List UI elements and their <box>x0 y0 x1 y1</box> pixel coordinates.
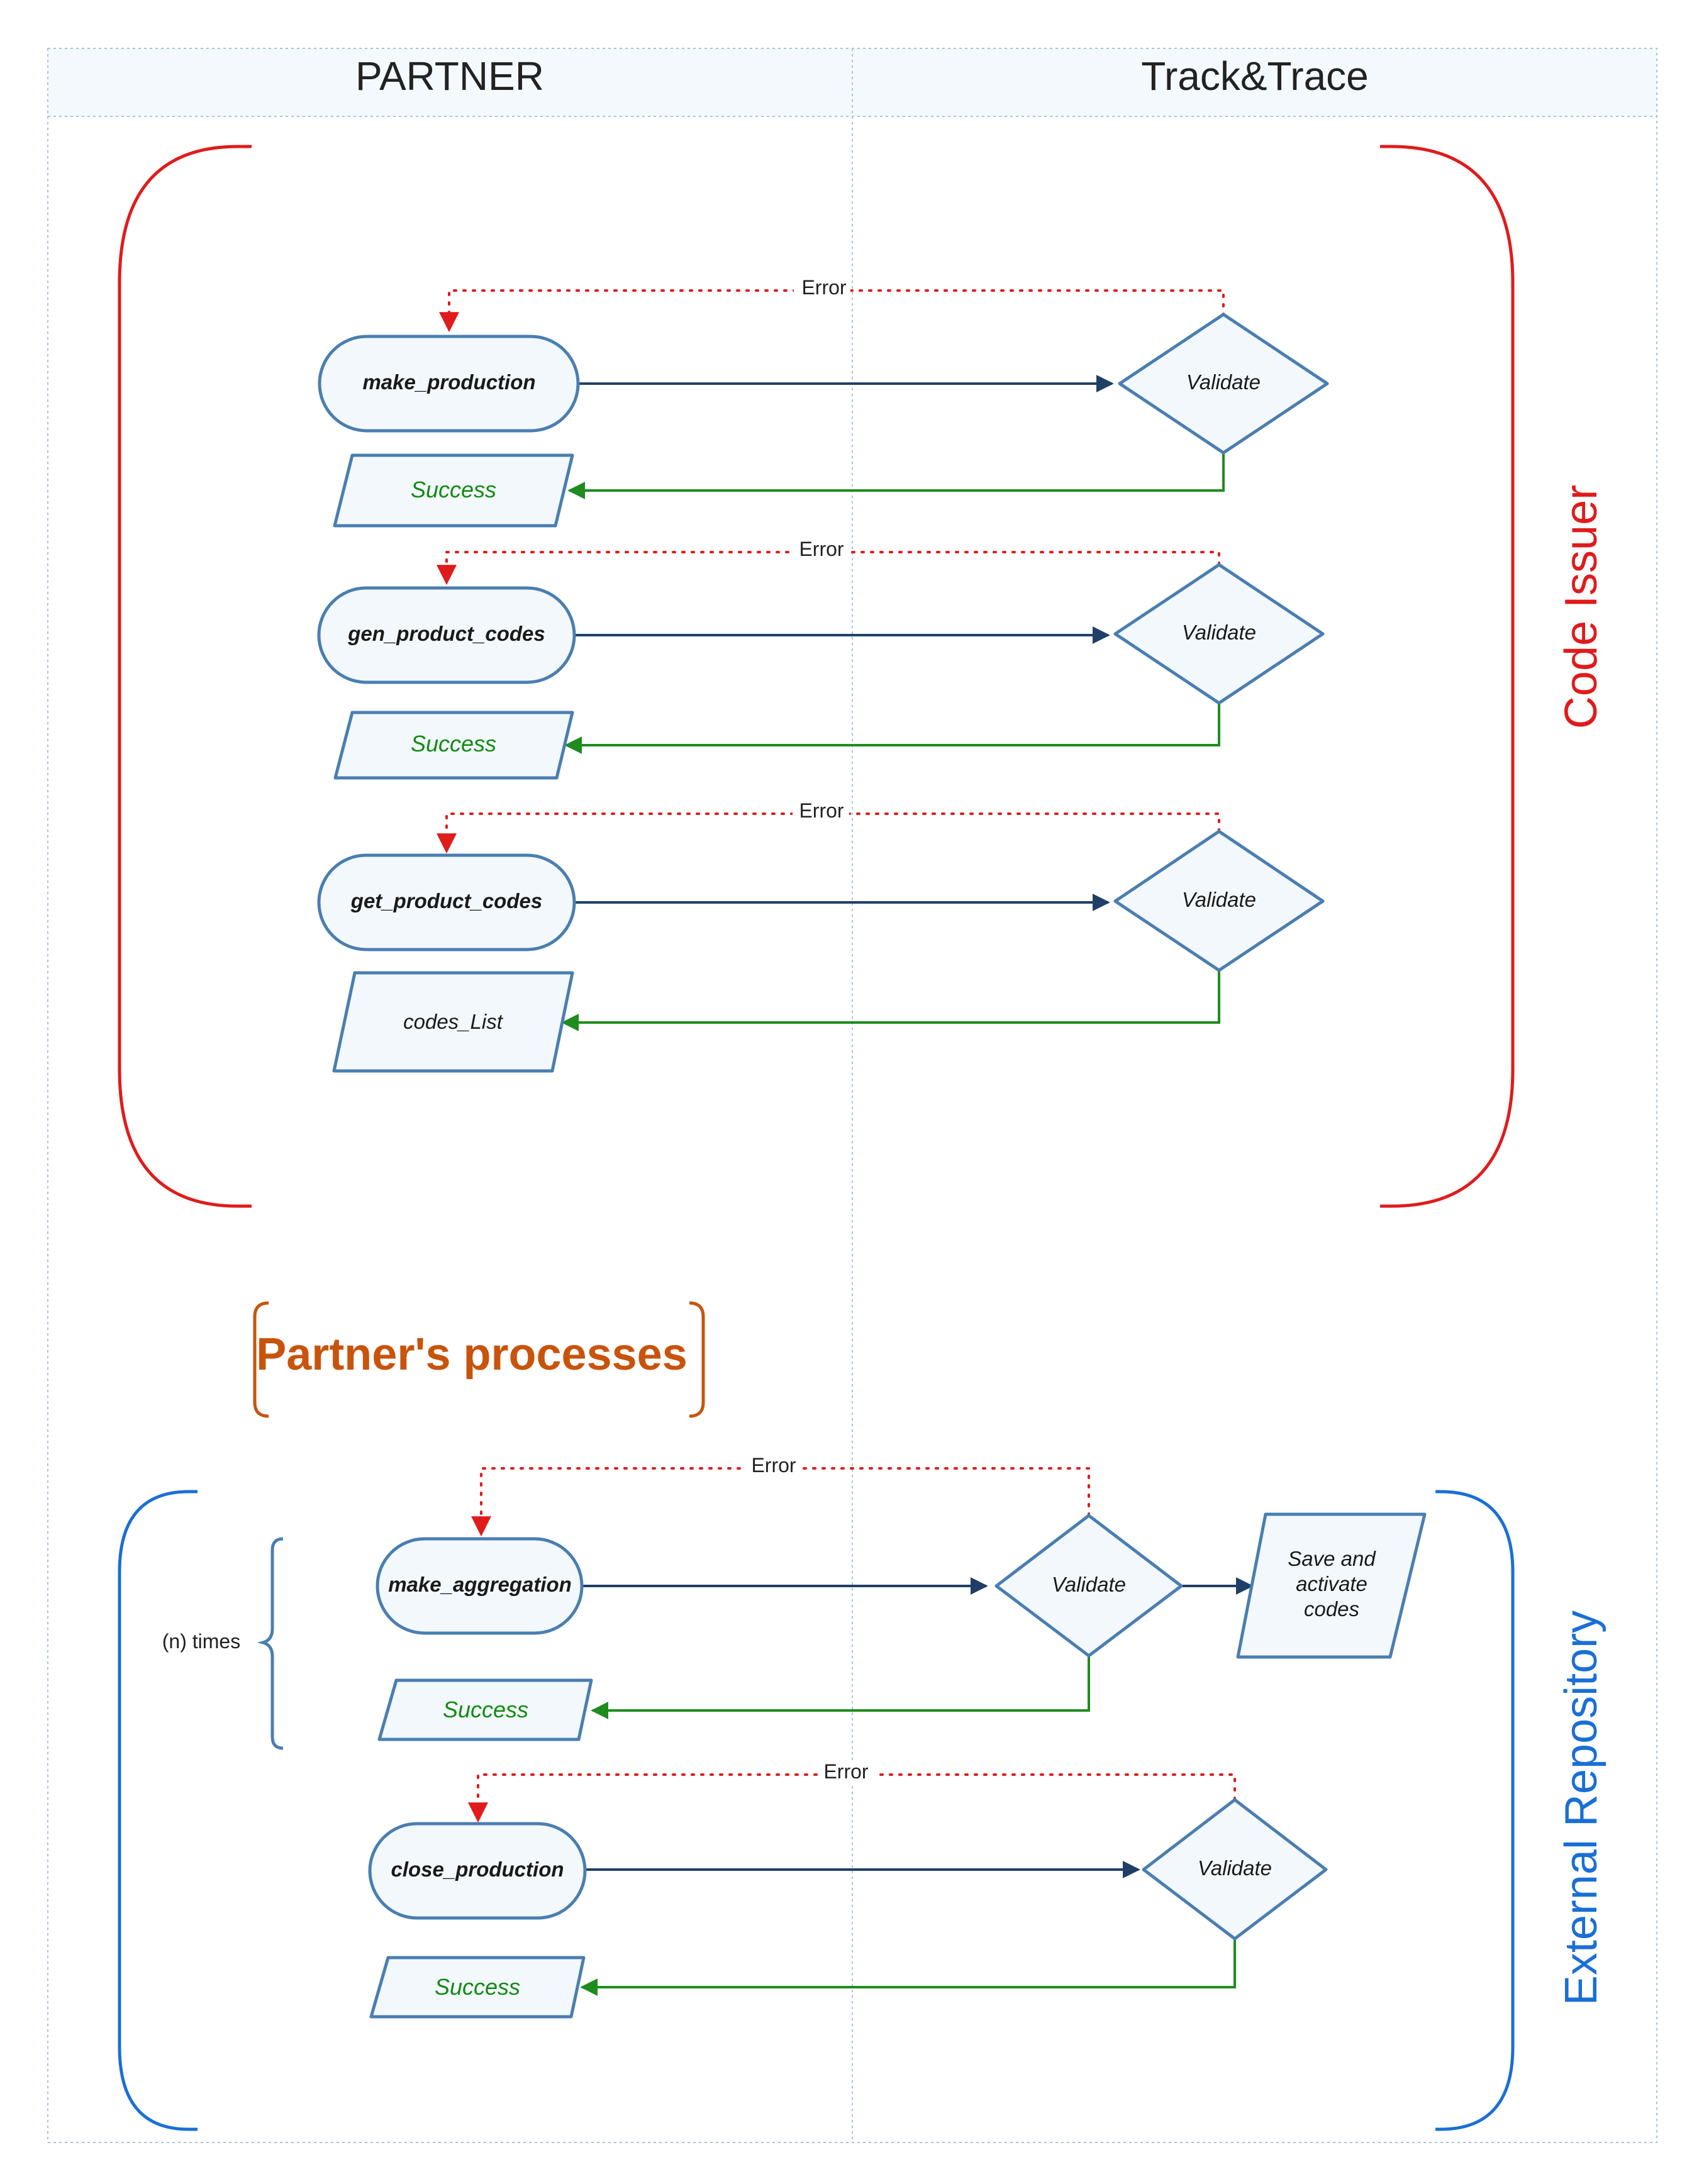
action-label: make_production <box>362 370 535 394</box>
save-activate-line-1: Save and <box>1288 1547 1376 1570</box>
external-repository-right-bracket <box>1435 1490 1515 2131</box>
code-issuer-label: Code Issuer <box>1556 485 1607 729</box>
result-label: Success <box>411 731 496 757</box>
error-label: Error <box>799 538 844 560</box>
save-activate-line-3: codes <box>1304 1597 1359 1621</box>
action-node <box>318 335 580 433</box>
flow-gen-product-codes: Error gen_product_codes Validate Success <box>317 538 1325 780</box>
action-label: make_aggregation <box>388 1573 572 1596</box>
flow-make-production: Error make_production Validate Success <box>318 276 1329 528</box>
external-repository-group: External Repository <box>118 1490 1607 2131</box>
result-label: codes_List <box>403 1010 504 1033</box>
error-connector <box>437 812 1220 854</box>
success-arrow <box>567 454 1225 499</box>
result-label: Success <box>443 1697 528 1722</box>
validate-decision <box>1113 829 1325 972</box>
validate-decision <box>994 1514 1183 1658</box>
lane-title-partner: PARTNER <box>355 53 544 99</box>
decision-label: Validate <box>1182 621 1256 644</box>
partners-processes-right-bracket <box>689 1301 705 1418</box>
save-activate-node <box>1236 1512 1427 1659</box>
error-label: Error <box>799 799 844 822</box>
swimlane-frame: PARTNER Track&Trace <box>47 48 1657 2143</box>
action-node <box>317 586 576 684</box>
action-label: get_product_codes <box>350 889 542 912</box>
flow-get-product-codes: Error get_product_codes Validate codes_L… <box>317 799 1325 1073</box>
result-label: Success <box>435 1974 520 2000</box>
success-arrow <box>564 704 1220 754</box>
repeat-brace <box>257 1537 284 1750</box>
action-node <box>376 1537 584 1635</box>
decision-label: Validate <box>1186 370 1261 394</box>
validate-decision <box>1113 563 1325 705</box>
result-node <box>377 1678 593 1741</box>
error-connector <box>468 1773 1236 1823</box>
external-repository-left-bracket <box>118 1490 198 2131</box>
success-arrow <box>580 1939 1236 1996</box>
error-label: Error <box>751 1454 796 1477</box>
external-repository-label: External Repository <box>1556 1610 1607 2005</box>
repeat-brace-group: (n) times <box>162 1537 284 1750</box>
action-node <box>368 1822 587 1920</box>
partners-processes-label: Partner's processes <box>256 1329 688 1380</box>
flow-close-production: Error close_production Validate Success <box>368 1760 1328 2019</box>
action-node <box>317 853 576 951</box>
partners-processes-group: Partner's processes <box>253 1301 705 1418</box>
error-label-bg <box>818 1761 874 1786</box>
action-label: close_production <box>391 1858 564 1881</box>
code-issuer-left-bracket <box>118 145 252 1208</box>
error-label-bg <box>793 800 849 825</box>
partners-processes-left-bracket <box>253 1301 269 1418</box>
code-issuer-group: Code Issuer <box>118 145 1607 1208</box>
result-node <box>332 971 574 1073</box>
decision-label: Validate <box>1198 1856 1272 1880</box>
success-arrow <box>591 1656 1090 1719</box>
error-connector <box>439 289 1225 333</box>
success-arrow <box>561 972 1220 1031</box>
error-label-bg <box>794 277 850 302</box>
validate-decision <box>1118 313 1329 455</box>
save-activate-line-2: activate <box>1296 1572 1367 1595</box>
result-node <box>333 711 574 780</box>
code-issuer-right-bracket <box>1380 145 1515 1208</box>
decision-label: Validate <box>1182 888 1256 911</box>
lane-title-track-trace: Track&Trace <box>1141 53 1369 99</box>
error-label: Error <box>823 1760 868 1783</box>
result-node <box>369 1956 586 2019</box>
error-label: Error <box>801 276 846 299</box>
result-node <box>333 453 574 528</box>
action-label: gen_product_codes <box>347 622 545 645</box>
decision-label: Validate <box>1052 1573 1126 1596</box>
result-label: Success <box>411 477 496 502</box>
validate-decision <box>1142 1798 1328 1941</box>
error-label-bg <box>745 1455 802 1480</box>
flow-make-aggregation: Error make_aggregation Validate Save and… <box>376 1454 1427 1741</box>
repeat-note: (n) times <box>162 1630 240 1653</box>
error-label-bg <box>793 538 849 563</box>
